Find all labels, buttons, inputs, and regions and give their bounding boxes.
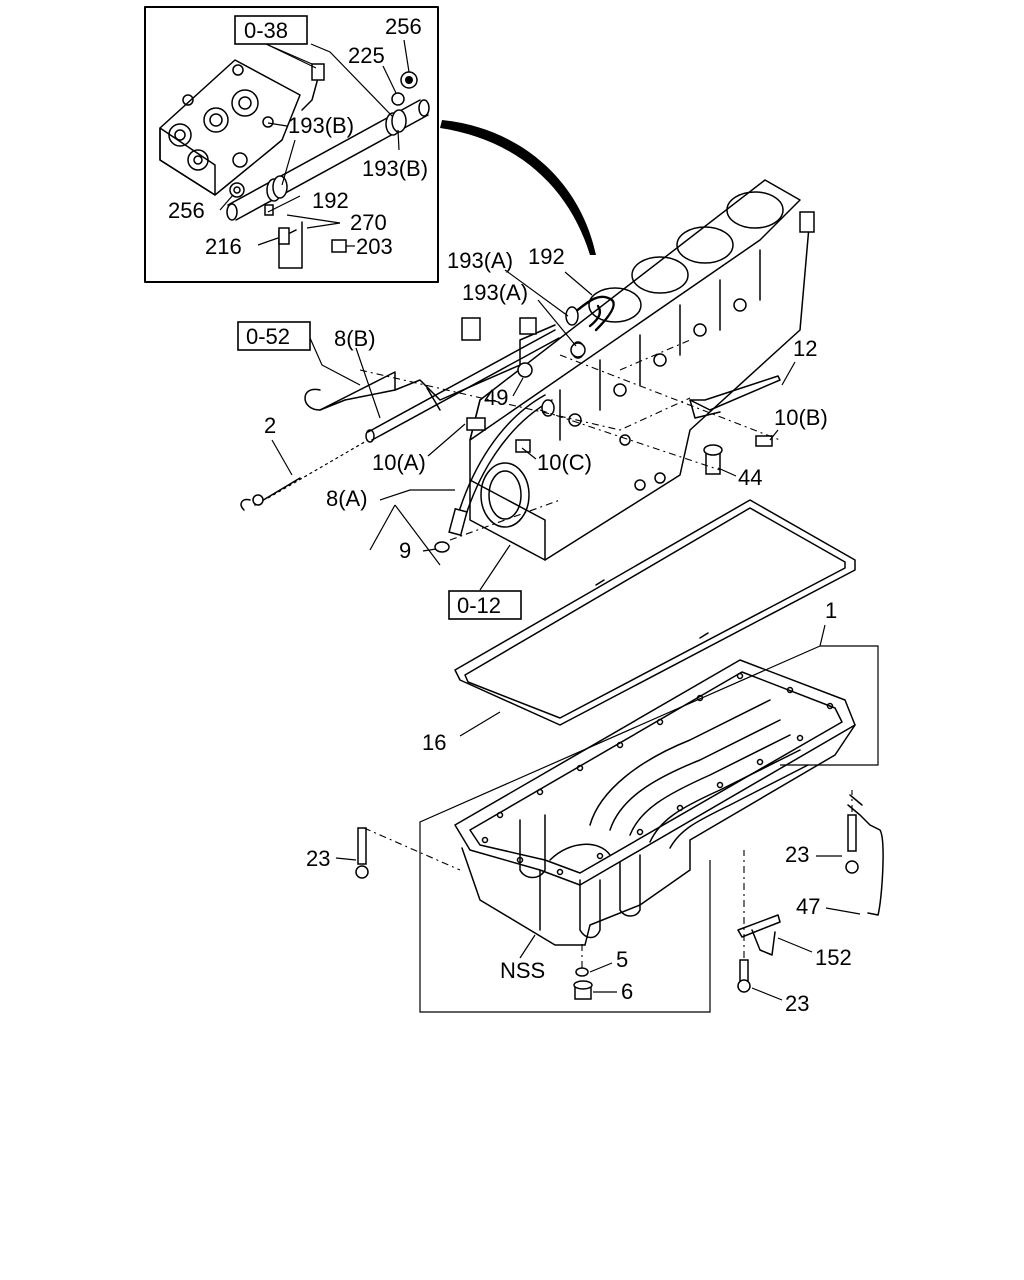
part-label-193a: 193(A) — [447, 248, 513, 273]
ref-code-0-12: 0-12 — [457, 593, 501, 618]
part-label-49: 49 — [484, 385, 508, 410]
part-label-8b: 8(B) — [334, 326, 376, 351]
part-label-nss: NSS — [500, 958, 545, 983]
oil-pan — [454, 659, 856, 946]
part-label-23: 23 — [306, 846, 330, 871]
part-label-23: 23 — [785, 991, 809, 1016]
part-label-152: 152 — [815, 945, 852, 970]
part-label-193b: 193(B) — [288, 113, 354, 138]
main-leaders — [271, 269, 879, 1013]
pan-hardware — [355, 794, 884, 1000]
part-label-6: 6 — [621, 979, 633, 1004]
part-label-44: 44 — [738, 465, 762, 490]
part-label-23: 23 — [785, 842, 809, 867]
part-label-1: 1 — [825, 598, 837, 623]
part-label-2: 2 — [264, 413, 276, 438]
inset-detail: 0-38 256 225 193(B) 193(B) 192 256 270 2… — [144, 6, 439, 283]
part-label-10c: 10(C) — [537, 450, 592, 475]
side-bracket-and-tubes — [240, 317, 586, 553]
part-label-5: 5 — [616, 947, 628, 972]
part-label-192: 192 — [528, 244, 565, 269]
part-label-225: 225 — [348, 43, 385, 68]
inset-hardware — [229, 71, 418, 269]
assembly-dash-lines — [359, 339, 853, 968]
part-label-8a: 8(A) — [326, 486, 368, 511]
part-label-216: 216 — [205, 234, 242, 259]
part-label-47: 47 — [796, 894, 820, 919]
part-label-193a: 193(A) — [462, 280, 528, 305]
part-label-12: 12 — [793, 336, 817, 361]
part-label-270: 270 — [350, 210, 387, 235]
part-label-10a: 10(A) — [372, 450, 426, 475]
main-labels: 193(A) 192 193(A) 0-52 8(B) 12 49 10(B) … — [237, 244, 852, 1016]
inset-frame — [144, 6, 439, 283]
part-label-203: 203 — [356, 234, 393, 259]
ref-code-0-38: 0-38 — [244, 18, 288, 43]
stud-44 — [703, 444, 723, 475]
part-label-256: 256 — [168, 198, 205, 223]
part-label-9: 9 — [399, 538, 411, 563]
part-label-16: 16 — [422, 730, 446, 755]
part-label-192: 192 — [312, 188, 349, 213]
inset-leaders — [219, 39, 410, 247]
ref-code-0-52: 0-52 — [246, 324, 290, 349]
part-label-256: 256 — [385, 14, 422, 39]
part-label-10b: 10(B) — [774, 405, 828, 430]
inset-cylinder-head — [159, 59, 301, 196]
engine-block — [469, 179, 815, 561]
inset-callout-arrow — [440, 120, 596, 255]
part-label-193b: 193(B) — [362, 156, 428, 181]
oil-pan-gasket — [454, 499, 856, 726]
